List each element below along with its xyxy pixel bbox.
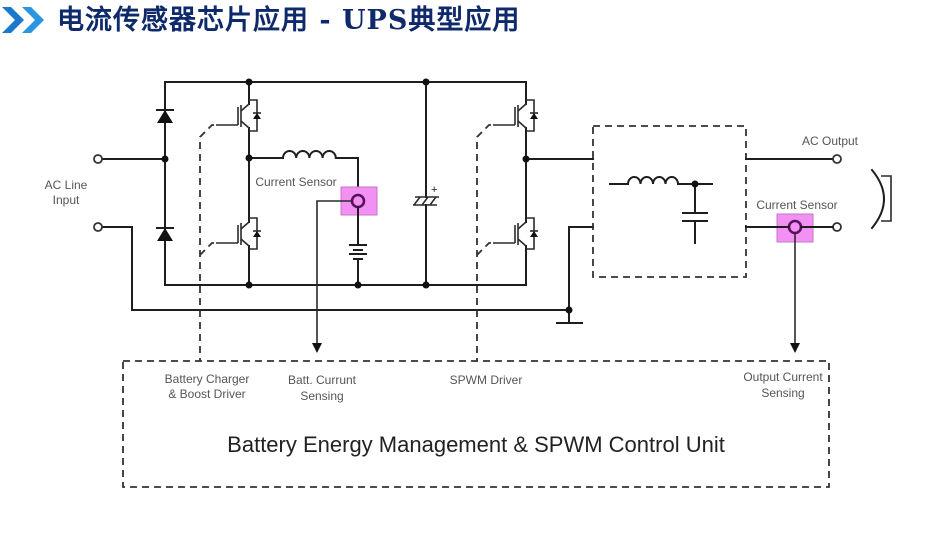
- boost-igbt-low: [216, 217, 261, 250]
- battery: [349, 206, 367, 286]
- ac-output-terminal-neutral: [832, 222, 842, 232]
- rectifier-diode-bottom: [156, 227, 174, 241]
- ac-neutral-wire: [101, 226, 570, 311]
- ac-output-label: AC Output: [802, 134, 859, 148]
- control-unit-title: Battery Energy Management & SPWM Control…: [227, 432, 725, 457]
- load-icon: [870, 168, 892, 230]
- inverter-igbt-high: [493, 99, 538, 132]
- battery-current-sensor-label: Current Sensor: [255, 175, 336, 189]
- filter-boundary: [592, 125, 747, 278]
- ac-line-input: AC Line Input: [45, 154, 570, 311]
- battery-charger-driver-label-1: Battery Charger: [165, 372, 250, 386]
- ac-line-input-label-2: Input: [53, 193, 80, 207]
- inverter-igbt-low: [493, 217, 538, 250]
- capacitor-plus-sign: +: [431, 184, 437, 196]
- boost-igbt-high: [216, 99, 261, 132]
- ac-line-input-label-1: AC Line: [45, 178, 88, 192]
- dc-rails: [164, 81, 527, 286]
- output-current-sensing-label-2: Sensing: [761, 386, 804, 400]
- inverter-gate-drive-low: [476, 242, 491, 256]
- lc-output-filter: [592, 125, 747, 278]
- header: 电流传感器芯片应用 - UPS典型应用: [0, 0, 927, 44]
- rectifier-diode-top: [156, 109, 174, 123]
- control-unit: Battery Charger & Boost Driver Batt. Cur…: [122, 360, 830, 488]
- spwm-driver-label: SPWM Driver: [450, 373, 523, 387]
- batt-current-sensing-label-2: Sensing: [300, 389, 343, 403]
- ac-input-terminal-line: [93, 154, 103, 164]
- neutral-to-filter-wire: [568, 226, 594, 311]
- batt-sense-signal-wire: [316, 200, 352, 345]
- output-sense-arrow-icon: [790, 343, 800, 353]
- page-title: 电流传感器芯片应用 - UPS典型应用: [57, 5, 521, 36]
- output-current-sensor: Current Sensor: [745, 198, 838, 243]
- battery-charger-driver-label-2: & Boost Driver: [168, 387, 245, 401]
- batt-current-sensing-label-1: Batt. Currunt: [288, 373, 357, 387]
- boost-gate-drive-low: [199, 242, 214, 256]
- batt-sense-arrow-icon: [312, 343, 322, 353]
- ac-input-terminal-neutral: [93, 222, 103, 232]
- boost-gate-drive-high: [199, 124, 214, 361]
- ac-output-terminal-line: [832, 154, 842, 164]
- dc-link-capacitor: +: [413, 81, 439, 286]
- junction-dots: [161, 78, 699, 314]
- boost-inductor: [248, 150, 359, 196]
- double-chevron-right-icon: [2, 7, 44, 33]
- output-current-sensor-label: Current Sensor: [756, 198, 837, 212]
- output-current-sensing-label-1: Output Current: [743, 370, 823, 384]
- control-unit-boundary: [122, 360, 830, 488]
- inverter-gate-drive-high: [476, 124, 491, 361]
